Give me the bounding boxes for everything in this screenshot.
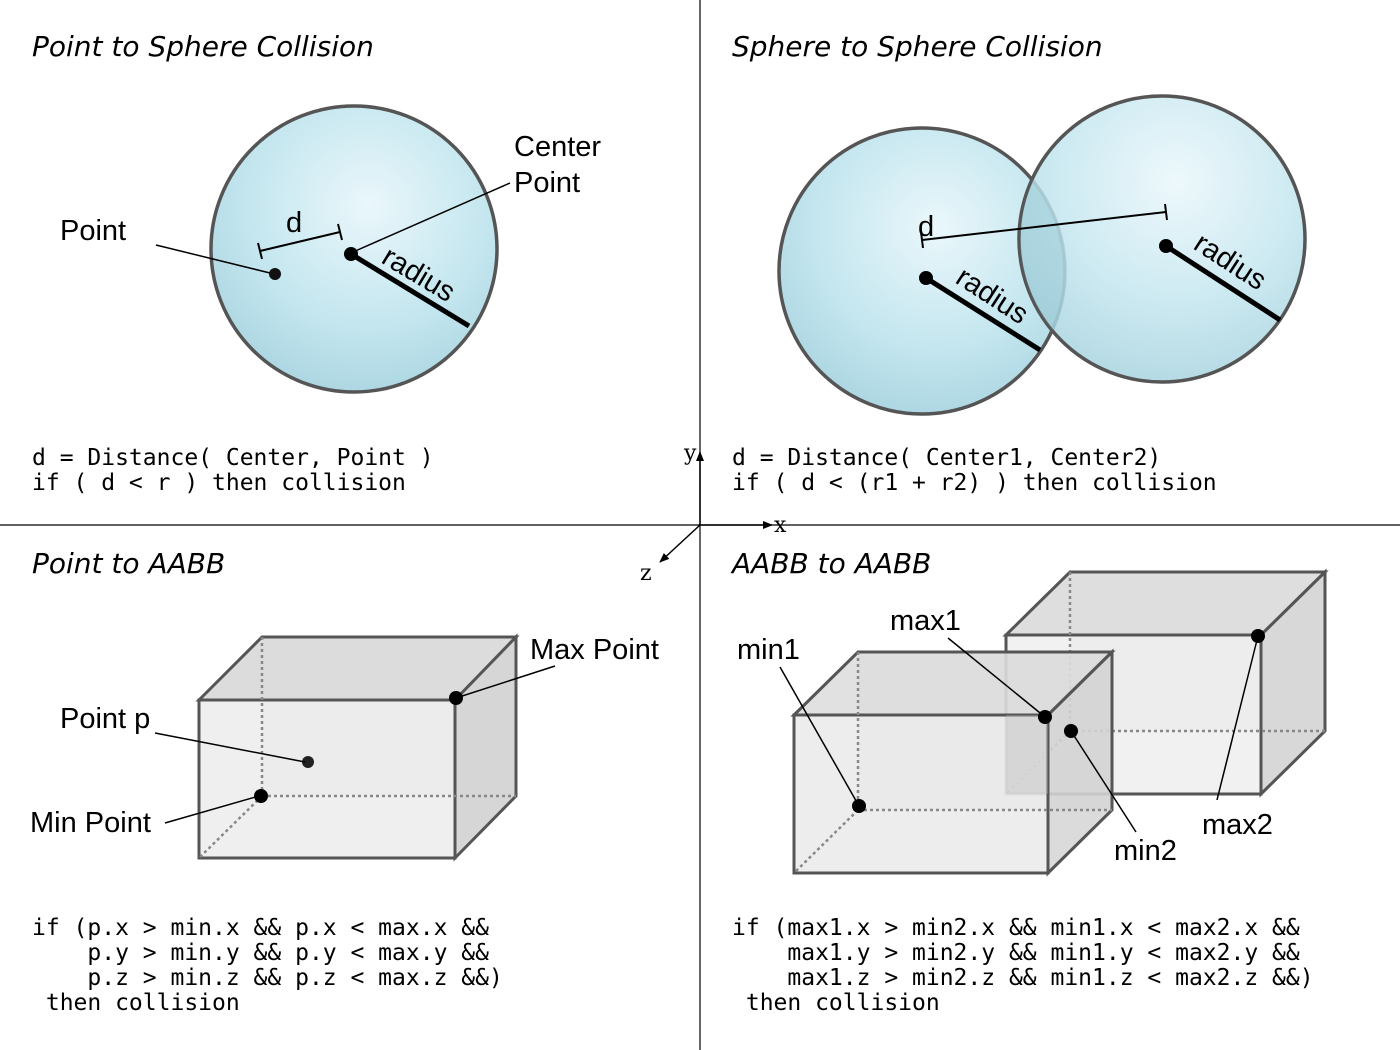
code-line: p.y > min.y && p.y < max.y && [32,940,489,966]
center-leader [352,182,511,253]
z-axis-label: z [640,561,652,586]
code-line: then collision [732,990,940,1016]
min-leader [164,795,260,824]
d-dimension-line [259,231,341,252]
hidden-edge [198,795,263,859]
boxes-overlap [1006,715,1048,794]
d-dimension-line [921,211,1167,241]
quadrant-aabb-to-aabb: AABB to AABB [730,547,1329,1016]
center-label-line2: Point [514,167,580,199]
d-tick-left [257,242,263,260]
code-line: max1.y > min2.y && min1.y < max2.y && [732,940,1300,966]
center-label: Center [514,131,601,163]
radius-line-1 [924,275,1042,353]
aabb-box [195,633,520,862]
max-leader [455,665,556,699]
code-line: if (p.x > min.x && p.x < max.x && [32,915,489,941]
center-point-dot [344,247,358,261]
max2-label: max2 [1202,809,1273,841]
point-p-label: Point p [60,703,150,735]
d-tick-right [337,223,343,241]
code-line: d = Distance( Center1, Center2) [732,445,1161,471]
quadrant-title: Sphere to Sphere Collision [732,30,1103,63]
quadrant-title: Point to Sphere Collision [32,30,374,63]
max1-leader [947,637,1046,718]
aabb-box-1 [790,648,1116,877]
quadrant-point-to-aabb: Point to AABB Max Point Point p Min Poin… [30,547,659,1016]
d-label: d [918,211,934,243]
point-label: Point [60,215,126,247]
max1-label: max1 [890,605,961,637]
radius-line-2 [1164,243,1282,323]
min-point-label: Min Point [30,807,151,839]
code-line: if ( d < (r1 + r2) ) then collision [732,470,1217,496]
quadrant-point-to-sphere: Point to Sphere Collision radius d Point… [32,30,601,496]
code-line: d = Distance( Center, Point ) [32,445,434,471]
center-2-dot [1159,239,1173,253]
min1-label: min1 [737,634,800,666]
point-p-dot [302,756,314,768]
quadrant-sphere-to-sphere: Sphere to Sphere Collision radius radius… [732,30,1307,496]
quadrant-title: AABB to AABB [730,547,931,580]
max-point-label: Max Point [530,634,659,666]
radius-line [349,251,471,329]
code-line: then collision [32,990,240,1016]
box-front-face [197,698,457,860]
min-point-dot [254,789,268,803]
max2-leader [1216,635,1259,801]
z-axis-arrow [659,524,701,563]
d-tick-right [1164,203,1168,221]
point-leader [155,244,271,274]
min1-leader [779,666,860,807]
code-line: if ( d < r ) then collision [32,470,406,496]
d-label: d [286,207,302,239]
code-line: p.z > min.z && p.z < max.z &&) [32,965,503,991]
x-axis-label: x [774,513,787,538]
sphere-2 [1017,94,1307,384]
sphere-overlap [1020,180,1066,330]
quadrant-title: Point to AABB [32,547,225,580]
y-axis-label: y [683,441,697,466]
axis-glyph: x y z [640,441,787,586]
min2-leader [1070,730,1137,833]
code-line: if (max1.x > min2.x && min1.x < max2.x &… [732,915,1300,941]
min2-label: min2 [1114,835,1177,867]
hidden-edge [793,809,859,874]
d-tick-left [920,231,924,249]
point-p-leader [154,732,306,763]
point-dot [269,268,281,280]
center-1-dot [919,271,933,285]
code-line: max1.z > min2.z && min1.z < max2.z &&) [732,965,1314,991]
